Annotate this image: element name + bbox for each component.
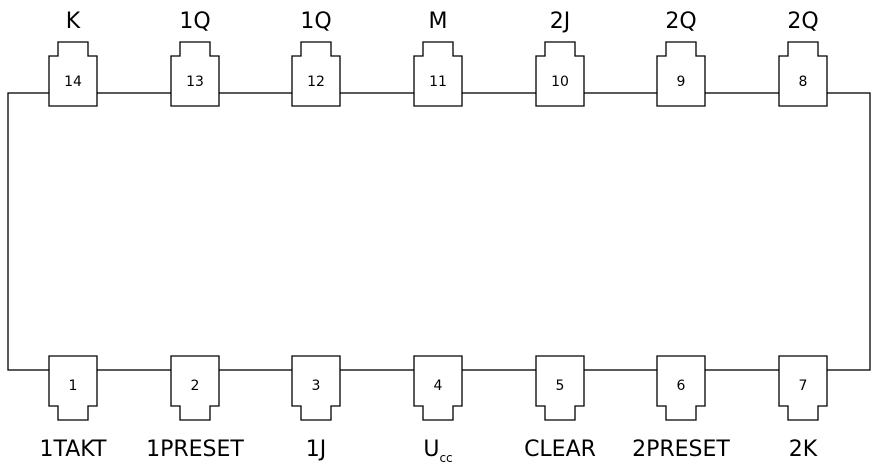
- pin-footprint: [413, 41, 463, 107]
- pin-10: 10 2J: [535, 9, 585, 107]
- pin-number: 2: [191, 378, 200, 394]
- pin-label-text: 1J: [306, 437, 327, 462]
- pin-7: 7 2K: [778, 355, 828, 462]
- pin-14: 14 K: [48, 9, 98, 107]
- pin-label: 2J: [550, 9, 571, 34]
- pin-label-text: 2J: [550, 9, 571, 34]
- pin-3: 3 1J: [291, 355, 341, 462]
- pin-label-text: M: [429, 9, 448, 34]
- pin-number: 8: [799, 74, 808, 90]
- pin-label: 2Q: [665, 9, 696, 34]
- pin-footprint: [656, 41, 706, 107]
- pin-9: 9 2Q: [656, 9, 706, 107]
- pin-label-text: 1Q: [300, 9, 331, 34]
- pin-label-text: 2Q: [665, 9, 696, 34]
- pin-label-text: 2Q: [787, 9, 818, 34]
- pin-label: 1Q: [179, 9, 210, 34]
- pin-number: 10: [551, 74, 569, 90]
- pin-11: 11 M: [413, 9, 463, 107]
- pin-label: 2K: [789, 437, 818, 462]
- ic-body-outline: [7, 92, 871, 371]
- pin-number: 7: [799, 378, 808, 394]
- pin-footprint: [170, 355, 220, 421]
- pin-label: CLEAR: [524, 437, 596, 462]
- pin-12: 12 1Q: [291, 9, 341, 107]
- pin-number: 3: [312, 378, 321, 394]
- pin-label-text: CLEAR: [524, 437, 596, 462]
- pin-footprint: [656, 355, 706, 421]
- pin-label-text: 1Q: [179, 9, 210, 34]
- pin-footprint: [778, 41, 828, 107]
- pin-number: 11: [429, 74, 447, 90]
- pin-number: 12: [307, 74, 325, 90]
- pin-label: K: [66, 9, 81, 34]
- pin-6: 6 2PRESET: [632, 355, 730, 462]
- pin-number: 6: [677, 378, 686, 394]
- pin-label-text: 1PRESET: [146, 437, 244, 462]
- pin-13: 13 1Q: [170, 9, 220, 107]
- pin-footprint: [48, 355, 98, 421]
- pin-footprint: [291, 355, 341, 421]
- pin-label: 2PRESET: [632, 437, 730, 462]
- pin-number: 14: [64, 74, 82, 90]
- pin-label: 2Q: [787, 9, 818, 34]
- pin-label: 1TAKT: [40, 437, 107, 462]
- pin-label-text: 2K: [789, 437, 818, 462]
- pin-footprint: [413, 355, 463, 421]
- pin-label: 1PRESET: [146, 437, 244, 462]
- pin-number: 9: [677, 74, 686, 90]
- pin-label: 1Q: [300, 9, 331, 34]
- pin-number: 5: [556, 378, 565, 394]
- pin-label: 1J: [306, 437, 327, 462]
- pin-1: 1 1TAKT: [40, 355, 107, 462]
- pin-label-text: U: [423, 437, 439, 462]
- pin-label-subscript: cc: [439, 451, 452, 465]
- pin-number: 4: [434, 378, 443, 394]
- pin-label: Ucc: [423, 437, 452, 465]
- pin-footprint: [778, 355, 828, 421]
- pin-label-text: 2PRESET: [632, 437, 730, 462]
- pin-8: 8 2Q: [778, 9, 828, 107]
- top-pin-row: 14 K 13 1Q 12 1Q 11 M 10 2J 9 2Q 8 2Q: [48, 9, 828, 107]
- pin-footprint: [170, 41, 220, 107]
- pin-footprint: [48, 41, 98, 107]
- pin-footprint: [291, 41, 341, 107]
- pin-label-text: 1TAKT: [40, 437, 107, 462]
- pin-footprint: [535, 355, 585, 421]
- pin-number: 13: [186, 74, 204, 90]
- pin-2: 2 1PRESET: [146, 355, 244, 462]
- pin-label-text: K: [66, 9, 81, 34]
- pin-label: M: [429, 9, 448, 34]
- pin-footprint: [535, 41, 585, 107]
- pin-number: 1: [69, 378, 78, 394]
